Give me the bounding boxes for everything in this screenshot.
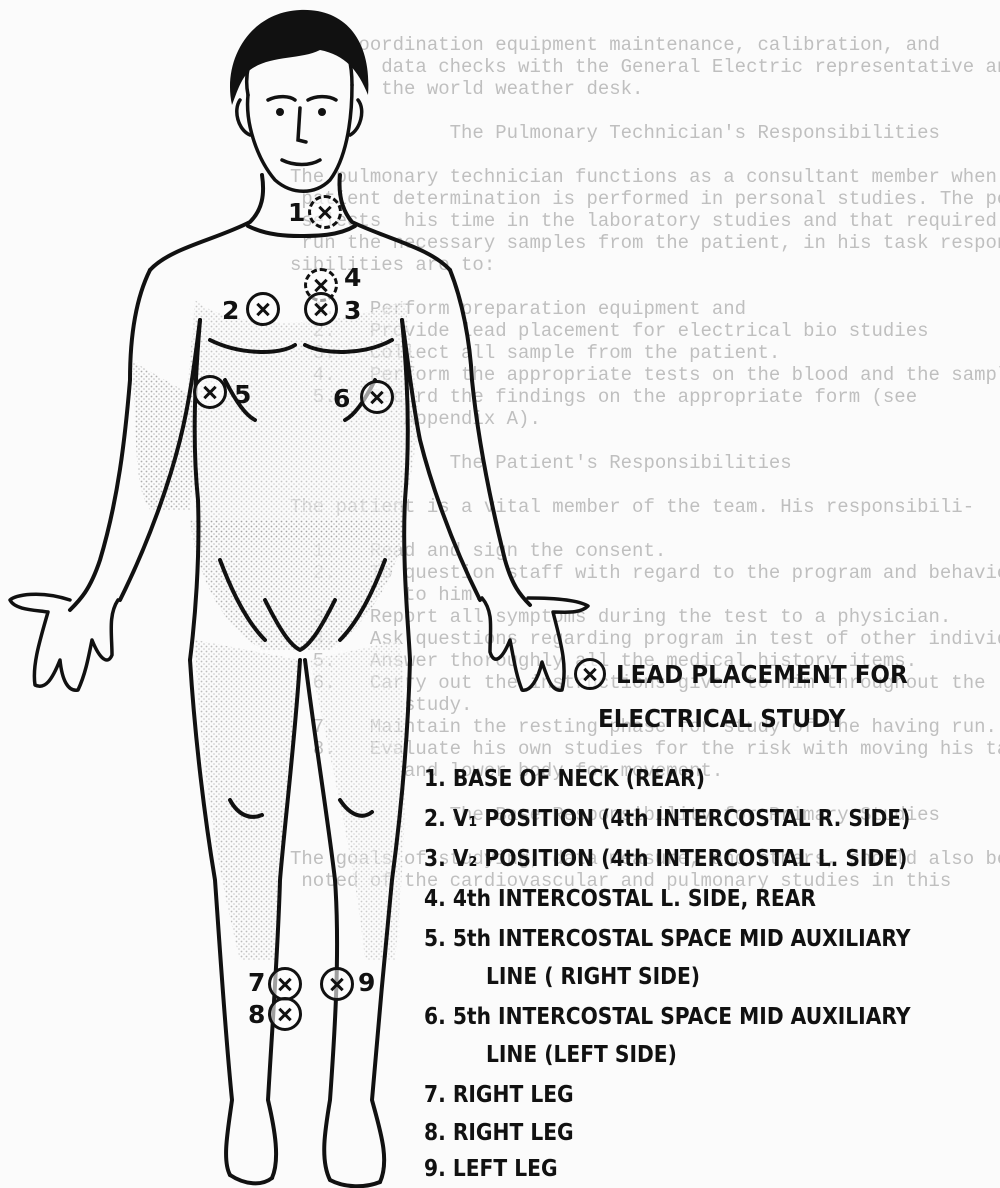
marker-label-8: 8 xyxy=(248,1002,265,1027)
marker-label-9: 9 xyxy=(358,970,375,995)
marker-label-5: 5 xyxy=(234,382,251,407)
legend-item-4: 4. 4th INTERCOSTAL L. SIDE, REAR xyxy=(424,888,816,911)
legend-item-9: 9. LEFT LEG xyxy=(424,1158,558,1181)
right-eye xyxy=(318,108,326,116)
electrode-marker-6 xyxy=(360,380,394,414)
legend-item-6: 6. 5th INTERCOSTAL SPACE MID AUXILIARY xyxy=(424,1006,911,1029)
right-leg-shading xyxy=(195,640,300,960)
marker-label-3: 3 xyxy=(344,298,361,323)
legend-item-3: 3. V₂ POSITION (4th INTERCOSTAL L. SIDE) xyxy=(424,848,907,871)
legend-item-2: 2. V₁ POSITION (4th INTERCOSTAL R. SIDE) xyxy=(424,808,910,831)
hair xyxy=(230,10,368,105)
legend-item-7: 7. RIGHT LEG xyxy=(424,1084,574,1107)
body-shading xyxy=(185,300,420,540)
marker-label-6: 6 xyxy=(333,386,350,411)
marker-label-1: 1 xyxy=(288,200,305,225)
marker-label-4: 4 xyxy=(344,265,361,290)
marker-label-7: 7 xyxy=(248,970,265,995)
marker-label-2: 2 xyxy=(222,298,239,323)
legend-item-5: 5. 5th INTERCOSTAL SPACE MID AUXILIARY xyxy=(424,928,911,951)
legend-item-8: 8. RIGHT LEG xyxy=(424,1122,574,1145)
legend-title: LEAD PLACEMENT FOR xyxy=(616,662,908,687)
legend-title-line2: ELECTRICAL STUDY xyxy=(598,706,845,731)
left-eye xyxy=(276,108,284,116)
electrode-marker-3 xyxy=(304,292,338,326)
electrode-marker-9 xyxy=(320,967,354,1001)
electrode-marker-8 xyxy=(268,997,302,1031)
electrode-marker-7 xyxy=(268,967,302,1001)
electrode-marker-2 xyxy=(246,292,280,326)
legend-item-1: 1. BASE OF NECK (REAR) xyxy=(424,768,705,791)
electrode-marker-1 xyxy=(308,195,342,229)
legend-item-5-continued: LINE ( RIGHT SIDE) xyxy=(486,966,700,989)
legend-item-6-continued: LINE (LEFT SIDE) xyxy=(486,1044,677,1067)
electrode-marker-5 xyxy=(193,375,227,409)
legend-symbol xyxy=(574,658,606,690)
